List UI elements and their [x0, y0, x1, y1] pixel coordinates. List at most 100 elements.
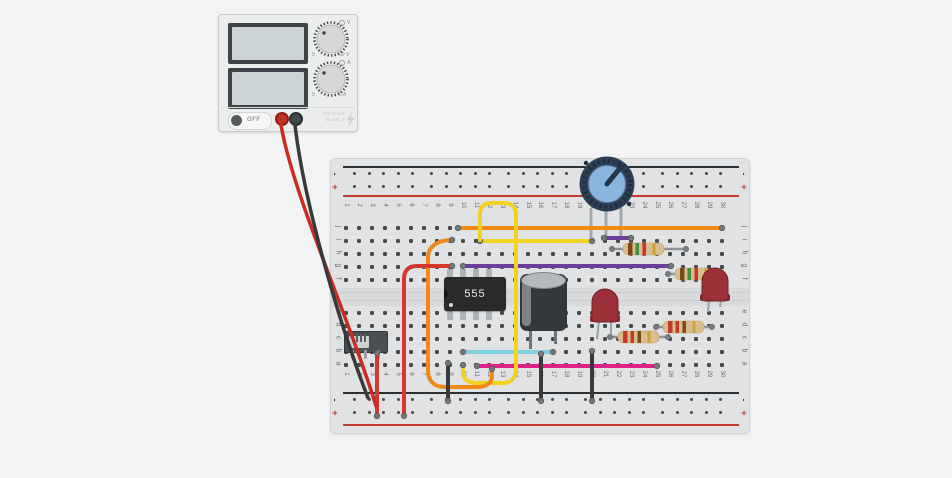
breadboard-hole[interactable]: [668, 239, 673, 243]
breadboard-hole[interactable]: [616, 239, 621, 243]
breadboard-hole[interactable]: [720, 337, 724, 341]
breadboard-hole[interactable]: [668, 252, 673, 256]
breadboard-hole[interactable]: [369, 252, 374, 256]
breadboard-hole[interactable]: [707, 350, 712, 354]
wire-red-to-ic-path[interactable]: [402, 264, 454, 418]
breadboard-hole[interactable]: [499, 311, 504, 315]
breadboard-hole[interactable]: [550, 411, 554, 415]
breadboard-hole[interactable]: [395, 278, 400, 282]
breadboard-hole[interactable]: [590, 252, 595, 256]
breadboard-hole[interactable]: [719, 398, 723, 402]
led-1[interactable]: [590, 288, 620, 340]
breadboard-hole[interactable]: [525, 337, 530, 341]
breadboard-hole[interactable]: [616, 350, 621, 354]
breadboard-hole[interactable]: [473, 239, 478, 243]
breadboard-hole[interactable]: [720, 363, 724, 367]
breadboard-hole[interactable]: [444, 172, 448, 176]
breadboard-hole[interactable]: [473, 185, 477, 189]
breadboard-hole[interactable]: [356, 226, 361, 230]
wire-red-col3[interactable]: [373, 349, 381, 420]
breadboard-hole[interactable]: [590, 278, 595, 282]
breadboard-hole[interactable]: [720, 239, 724, 243]
breadboard-hole[interactable]: [421, 337, 426, 341]
breadboard-hole[interactable]: [681, 265, 686, 269]
breadboard-hole[interactable]: [353, 398, 357, 402]
wire-black-col9[interactable]: [444, 359, 452, 405]
breadboard-hole[interactable]: [396, 398, 400, 402]
breadboard-hole[interactable]: [694, 265, 699, 269]
breadboard-hole[interactable]: [507, 172, 511, 176]
breadboard-hole[interactable]: [382, 185, 386, 189]
breadboard-hole[interactable]: [598, 411, 602, 415]
breadboard-hole[interactable]: [459, 411, 463, 415]
breadboard-hole[interactable]: [408, 226, 413, 230]
breadboard-hole[interactable]: [430, 398, 434, 402]
breadboard-hole[interactable]: [642, 350, 647, 354]
breadboard-hole[interactable]: [367, 411, 371, 415]
breadboard-hole[interactable]: [661, 398, 665, 402]
wire-orange-hook[interactable]: [426, 236, 496, 389]
breadboard-hole[interactable]: [603, 278, 608, 282]
breadboard-hole[interactable]: [538, 337, 543, 341]
breadboard-hole[interactable]: [590, 337, 595, 341]
breadboard-hole[interactable]: [382, 363, 387, 367]
wire-yellow-hook[interactable]: [459, 201, 518, 385]
wire-black-col20[interactable]: [588, 347, 596, 405]
breadboard-hole[interactable]: [551, 337, 556, 341]
breadboard-hole[interactable]: [655, 278, 660, 282]
breadboard-hole[interactable]: [382, 226, 387, 230]
breadboard-hole[interactable]: [642, 278, 647, 282]
led-2[interactable]: [700, 267, 730, 313]
breadboard-hole[interactable]: [447, 350, 452, 354]
breadboard-hole[interactable]: [720, 311, 724, 315]
breadboard-hole[interactable]: [421, 278, 426, 282]
breadboard-hole[interactable]: [720, 265, 724, 269]
breadboard-hole[interactable]: [675, 411, 679, 415]
breadboard-hole[interactable]: [613, 398, 617, 402]
breadboard-hole[interactable]: [430, 172, 434, 176]
breadboard-hole[interactable]: [353, 185, 357, 189]
breadboard-hole[interactable]: [707, 337, 712, 341]
power-lead-red[interactable]: [279, 123, 378, 408]
breadboard-hole[interactable]: [430, 411, 434, 415]
breadboard-hole[interactable]: [473, 398, 477, 402]
breadboard-hole[interactable]: [707, 239, 712, 243]
breadboard-hole[interactable]: [488, 398, 492, 402]
timer-ic-555[interactable]: 555: [444, 277, 506, 311]
wire-orange-hook-path[interactable]: [426, 238, 494, 389]
breadboard-hole[interactable]: [382, 239, 387, 243]
breadboard-hole[interactable]: [668, 311, 673, 315]
resistor-1[interactable]: [609, 242, 689, 256]
breadboard-hole[interactable]: [356, 324, 361, 328]
breadboard-hole[interactable]: [395, 350, 400, 354]
resistor-3[interactable]: [607, 330, 671, 344]
breadboard-hole[interactable]: [694, 337, 699, 341]
breadboard-hole[interactable]: [382, 265, 387, 269]
breadboard-hole[interactable]: [434, 252, 439, 256]
wire-purple-long[interactable]: [459, 262, 675, 270]
breadboard-hole[interactable]: [369, 311, 374, 315]
breadboard-hole[interactable]: [460, 337, 465, 341]
breadboard-hole[interactable]: [421, 350, 426, 354]
breadboard-hole[interactable]: [447, 252, 452, 256]
power-supply[interactable]: 0 30 V V 0 5 A A OFF VOLTAGE SUPPLY: [218, 14, 358, 132]
potentiometer[interactable]: [579, 156, 635, 212]
breadboard-hole[interactable]: [707, 363, 712, 367]
breadboard-hole[interactable]: [584, 411, 588, 415]
breadboard-hole[interactable]: [642, 239, 647, 243]
breadboard-hole[interactable]: [550, 185, 554, 189]
breadboard-hole[interactable]: [459, 398, 463, 402]
breadboard-hole[interactable]: [720, 350, 724, 354]
breadboard-hole[interactable]: [538, 252, 543, 256]
breadboard-hole[interactable]: [681, 350, 686, 354]
breadboard-hole[interactable]: [629, 311, 634, 315]
breadboard-hole[interactable]: [577, 337, 582, 341]
breadboard-hole[interactable]: [367, 185, 371, 189]
breadboard-hole[interactable]: [521, 172, 525, 176]
breadboard-hole[interactable]: [382, 252, 387, 256]
wire-cyan[interactable]: [459, 348, 557, 356]
breadboard-hole[interactable]: [668, 350, 673, 354]
breadboard-hole[interactable]: [421, 363, 426, 367]
breadboard-hole[interactable]: [655, 239, 660, 243]
breadboard-hole[interactable]: [408, 337, 413, 341]
